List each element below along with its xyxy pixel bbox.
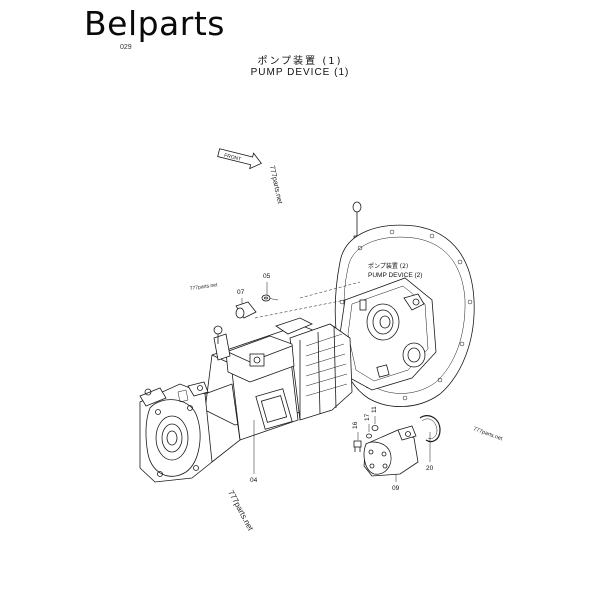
adaptor-plate: [339, 277, 437, 391]
assembly-guide-line-2: [299, 281, 361, 299]
callout-04: 04: [250, 477, 258, 484]
callout-07: 07: [237, 289, 245, 296]
front-direction-label: FRONT: [223, 153, 241, 163]
diagram-title-japanese: ポンプ装置 (1): [257, 56, 343, 67]
diagram-title-english: PUMP DEVICE (1): [250, 67, 350, 78]
sub-assembly-label-japanese: ポンプ装置 (2): [368, 262, 408, 270]
callout-09: 09: [392, 485, 400, 492]
sub-assembly-label-english: PUMP DEVICE (2): [368, 272, 422, 279]
front-direction-arrow: FRONT: [217, 148, 262, 170]
part-07-bolt: [235, 301, 257, 319]
watermark: 777parts.net: [226, 489, 255, 533]
callout-05: 05: [263, 273, 271, 280]
callout-20: 20: [426, 465, 434, 472]
watermark: 777parts.net: [472, 426, 503, 442]
part-11-washer: [371, 425, 379, 431]
watermark: 777parts.net: [268, 165, 283, 205]
part-20-o-ring: [419, 415, 441, 443]
part-05-washer: [261, 294, 271, 302]
part-16-bolt: [353, 440, 362, 452]
page-code: 029: [120, 44, 132, 51]
part-09-gear-pump: [363, 425, 419, 477]
callout-17: 17: [364, 413, 371, 421]
part-17-washer: [366, 433, 372, 439]
hydraulic-pump-body: [139, 317, 353, 483]
assembly-guide-line-1: [254, 299, 346, 319]
watermark: 777parts.net: [189, 282, 218, 292]
callout-16: 16: [352, 421, 359, 429]
callout-11: 11: [371, 406, 378, 413]
brand-logo-text: Belparts: [84, 4, 225, 43]
